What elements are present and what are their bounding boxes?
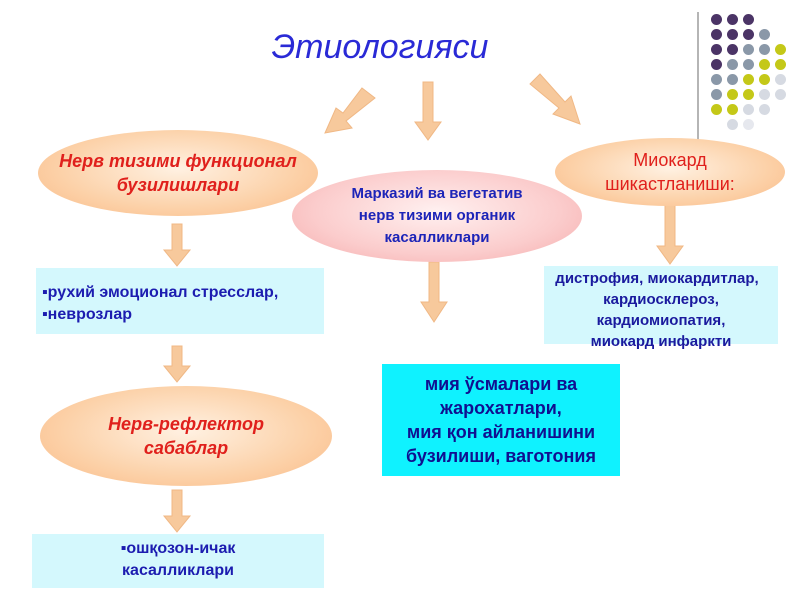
node-text-line: бузилишлари xyxy=(116,175,240,195)
box-text-line: касалликлари xyxy=(122,562,234,579)
decor-dot xyxy=(743,44,754,55)
decor-dot xyxy=(727,89,738,100)
node-text-line: сабаблар xyxy=(143,438,229,458)
arrow-title-to-left xyxy=(324,87,376,134)
decor-dot xyxy=(743,14,754,25)
decor-dot xyxy=(727,104,738,115)
box-text-line: мия қон айланишини xyxy=(406,422,596,442)
box-text-line: кардиомиопатия, xyxy=(596,312,726,329)
arrow-right-ellipse-to-box xyxy=(656,199,684,265)
decor-dot xyxy=(743,89,754,100)
node-text-line: касалликлари xyxy=(384,229,490,246)
decor-dot xyxy=(775,89,786,100)
decor-dot xyxy=(711,104,722,115)
decor-dot xyxy=(711,29,722,40)
node-text-line: Нерв тизими функционал xyxy=(59,151,297,171)
arrow-center-ellipse-to-box xyxy=(420,261,448,323)
decor-dot xyxy=(743,59,754,70)
node-organic-diseases: Марказий ва вегетатив нерв тизими органи… xyxy=(292,170,582,262)
decor-dot xyxy=(711,14,722,25)
box-myocardial-conditions: дистрофия, миокардитлар, кардиосклероз, … xyxy=(544,266,778,350)
decor-dot xyxy=(711,74,722,85)
node-text-line: нерв тизими органик xyxy=(358,207,516,224)
decor-dot xyxy=(759,29,770,40)
decor-dot xyxy=(727,29,738,40)
box-text-line: бузилиши, ваготония xyxy=(406,446,596,466)
arrow-reflex-to-box2 xyxy=(162,489,192,533)
decor-dot xyxy=(727,44,738,55)
arrow-title-to-center xyxy=(414,81,442,141)
arrow-box1-to-reflex xyxy=(162,345,192,383)
node-myocardial-damage: Миокард шикастланиши: xyxy=(555,138,785,206)
decor-dot xyxy=(727,14,738,25)
decor-dot xyxy=(775,44,786,55)
decor-dot xyxy=(743,104,754,115)
box-text-line: миокард инфаркти xyxy=(590,333,732,350)
arrow-title-to-right xyxy=(529,73,581,125)
decor-vertical-line xyxy=(697,12,699,140)
node-text-line: Марказий ва вегетатив xyxy=(351,185,523,202)
decor-dot xyxy=(775,59,786,70)
box-stress-neuroses: ▪рухий эмоционал стресслар, ▪неврозлар xyxy=(36,268,324,334)
node-text-line: Миокард xyxy=(633,150,707,170)
box-text-line: жарохатлари, xyxy=(440,398,562,418)
decor-dot xyxy=(743,29,754,40)
box-gastrointestinal: ▪ошқозон-ичак касалликлари xyxy=(32,534,324,588)
node-nerve-reflex-causes: Нерв-рефлектор сабаблар xyxy=(40,386,332,486)
box-text-line: ▪ошқозон-ичак xyxy=(120,540,236,557)
decor-dot xyxy=(759,59,770,70)
decor-dot xyxy=(711,44,722,55)
decor-dot xyxy=(727,119,738,130)
decor-dot xyxy=(759,104,770,115)
box-text-line: дистрофия, миокардитлар, xyxy=(555,270,759,287)
decor-dot xyxy=(727,59,738,70)
box-text-line: ▪неврозлар xyxy=(42,306,132,323)
decor-dot xyxy=(727,74,738,85)
node-text-line: Нерв-рефлектор xyxy=(108,414,264,434)
decor-dot xyxy=(775,74,786,85)
box-text-line: ▪рухий эмоционал стресслар, xyxy=(42,284,279,301)
box-text-line: мия ўсмалари ва xyxy=(424,374,578,394)
box-brain-tumors: мия ўсмалари ва жарохатлари, мия қон айл… xyxy=(382,364,620,476)
decor-dot xyxy=(743,74,754,85)
decor-dot xyxy=(743,119,754,130)
decor-dot xyxy=(711,59,722,70)
box-text-line: кардиосклероз, xyxy=(603,291,719,308)
node-functional-disorders: Нерв тизими функционал бузилишлари xyxy=(38,130,318,216)
decor-dot xyxy=(759,44,770,55)
decor-dot xyxy=(759,74,770,85)
node-text-line: шикастланиши: xyxy=(605,174,735,194)
diagram-title: Этиологияси xyxy=(271,28,489,66)
arrow-left-ellipse-to-box1 xyxy=(162,223,192,267)
decor-dot xyxy=(759,89,770,100)
decor-dot xyxy=(711,89,722,100)
